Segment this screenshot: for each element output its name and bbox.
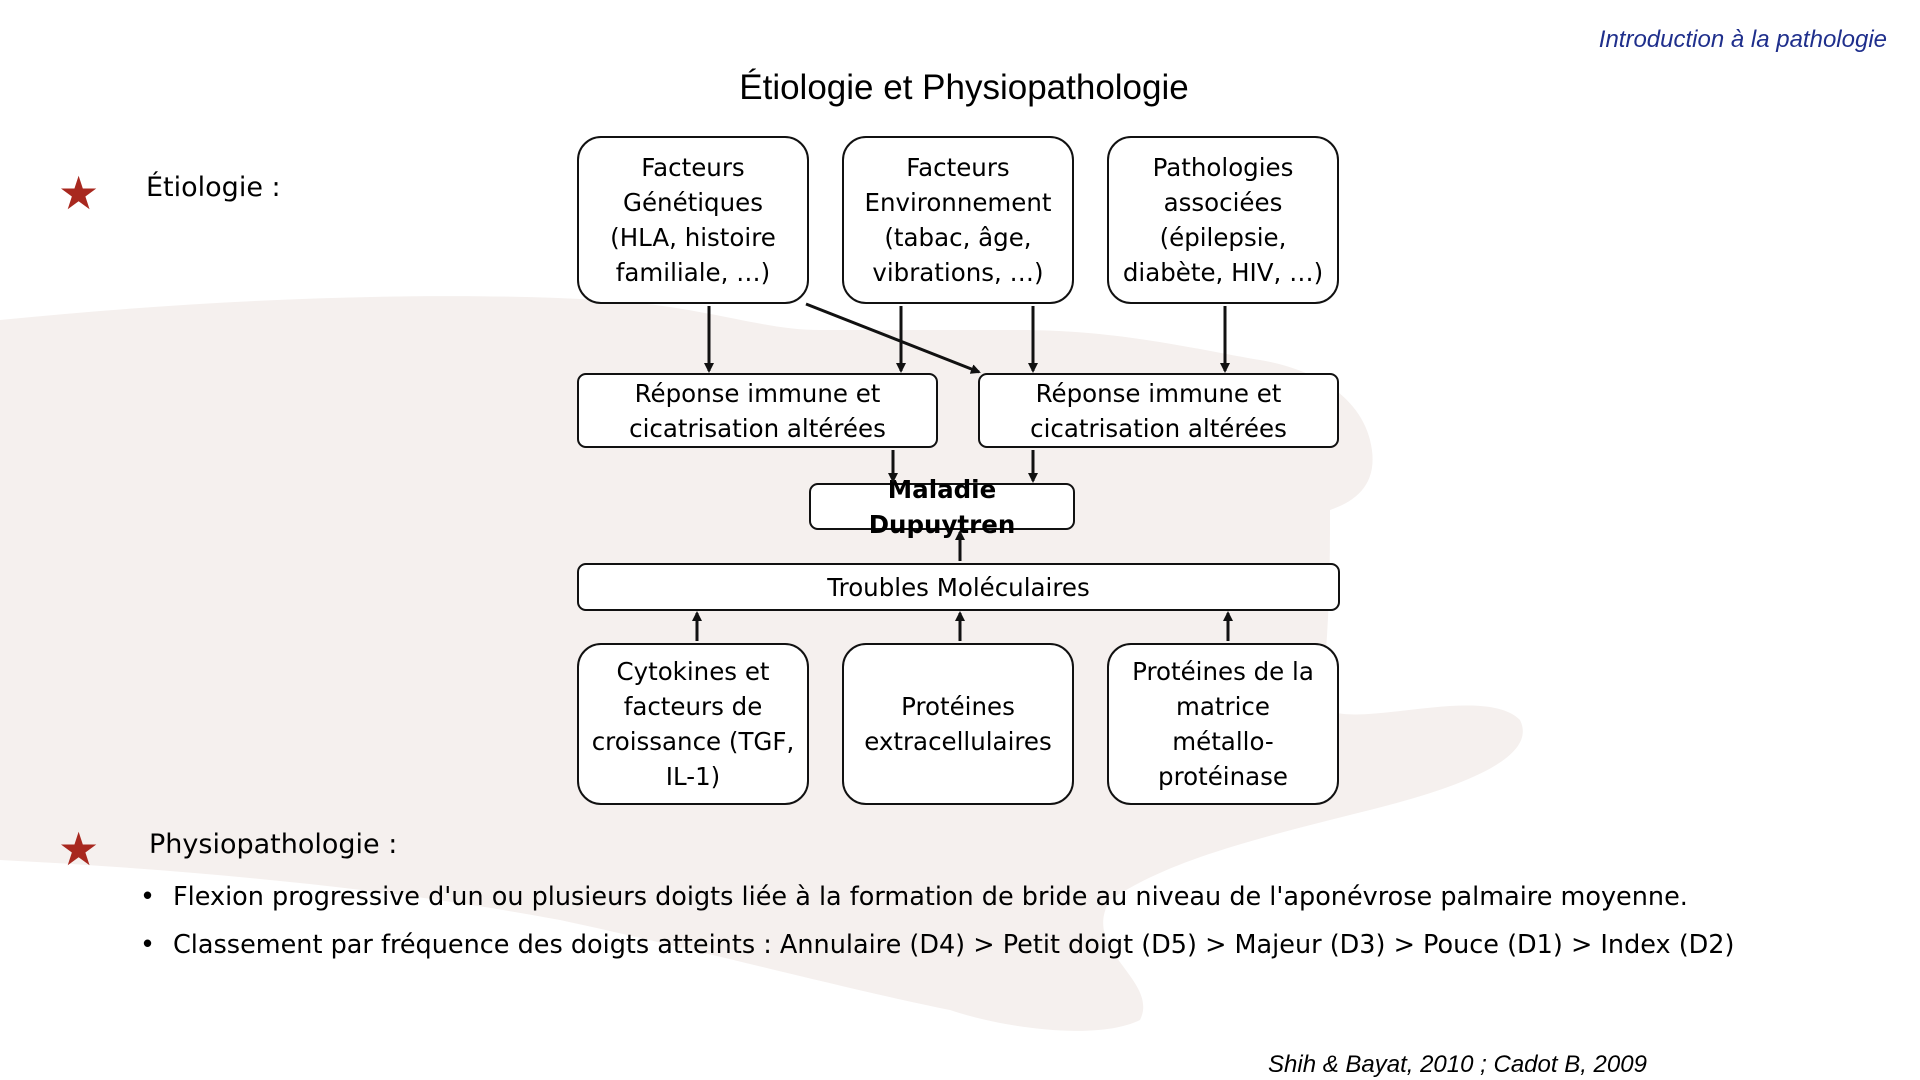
arrow-genetic-to-response-right xyxy=(805,302,981,374)
box-dupuytren-disease: Maladie Dupuytren xyxy=(809,475,1075,539)
box-genetic-factors: Facteurs Génétiques (HLA, histoire famil… xyxy=(577,136,809,304)
physiopathology-bullet-list: •Flexion progressive d'un ou plusieurs d… xyxy=(140,873,1734,969)
bullet-dot-icon: • xyxy=(140,930,156,960)
physiopathologie-label: Physiopathologie : xyxy=(149,829,398,860)
star-icon: ★ xyxy=(58,823,100,875)
box-matrix-metalloproteinase: Protéines de la matrice métallo- protéin… xyxy=(1107,643,1339,805)
citation: Shih & Bayat, 2010 ; Cadot B, 2009 xyxy=(1268,1051,1647,1078)
box-associated-pathologies: Pathologies associées (épilepsie, diabèt… xyxy=(1107,136,1339,304)
list-item: •Flexion progressive d'un ou plusieurs d… xyxy=(140,873,1734,921)
box-immune-response-right: Réponse immune et cicatrisation altérées xyxy=(978,373,1339,448)
bullet-dot-icon: • xyxy=(140,882,156,912)
box-environment-factors: Facteurs Environnement (tabac, âge, vibr… xyxy=(842,136,1074,304)
box-immune-response-left: Réponse immune et cicatrisation altérées xyxy=(577,373,938,448)
list-item: •Classement par fréquence des doigts att… xyxy=(140,921,1734,969)
etiologie-label: Étiologie : xyxy=(146,172,281,203)
page-title: Étiologie et Physiopathologie xyxy=(739,68,1189,107)
star-icon: ★ xyxy=(58,167,100,219)
box-extracellular-proteins: Protéines extracellulaires xyxy=(842,643,1074,805)
box-molecular-disorders: Troubles Moléculaires xyxy=(577,563,1340,611)
section-header-tag: Introduction à la pathologie xyxy=(1598,26,1887,53)
box-cytokines: Cytokines et facteurs de croissance (TGF… xyxy=(577,643,809,805)
